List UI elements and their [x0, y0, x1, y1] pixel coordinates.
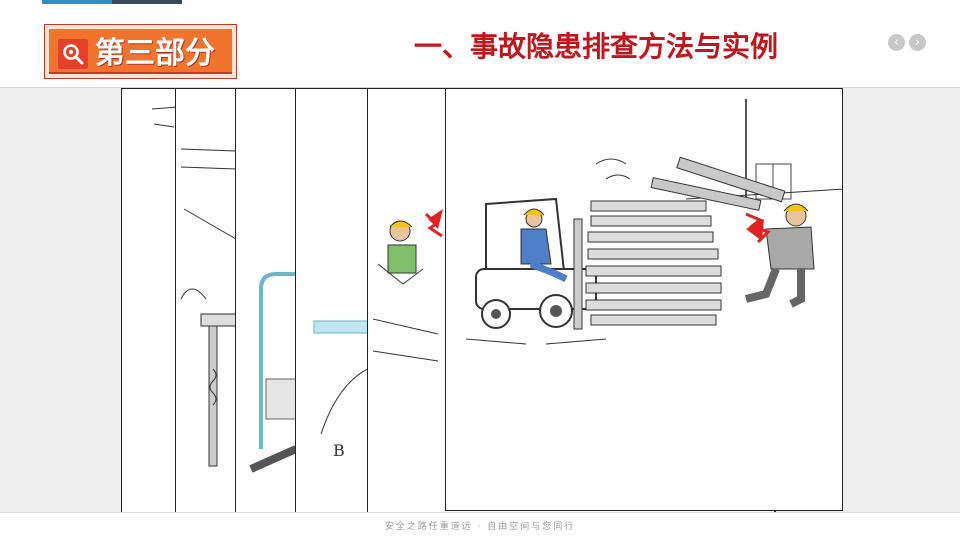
- hazard-illustration-forklift[interactable]: [445, 88, 843, 511]
- magnifier-icon: [58, 39, 88, 69]
- illustration-label: B: [333, 441, 345, 460]
- chevron-left-icon[interactable]: ‹: [888, 34, 905, 51]
- slide-content: B: [0, 87, 960, 513]
- footer-slogan: 安全之路任重道远 · 自由空间与您同行: [384, 522, 576, 532]
- accent-bar-blue: [42, 0, 112, 4]
- accent-bar-dark: [112, 0, 182, 4]
- slide-footer: 安全之路任重道远 · 自由空间与您同行: [0, 512, 960, 541]
- page-title: 一、事故隐患排查方法与实例: [414, 30, 779, 63]
- section-badge-fill: 第三部分: [49, 29, 232, 74]
- slide-header: 第三部分 一、事故隐患排查方法与实例 ‹ ›: [0, 0, 960, 87]
- section-label: 第三部分: [95, 36, 215, 71]
- section-badge: 第三部分: [44, 24, 237, 79]
- chevron-right-icon[interactable]: ›: [909, 34, 926, 51]
